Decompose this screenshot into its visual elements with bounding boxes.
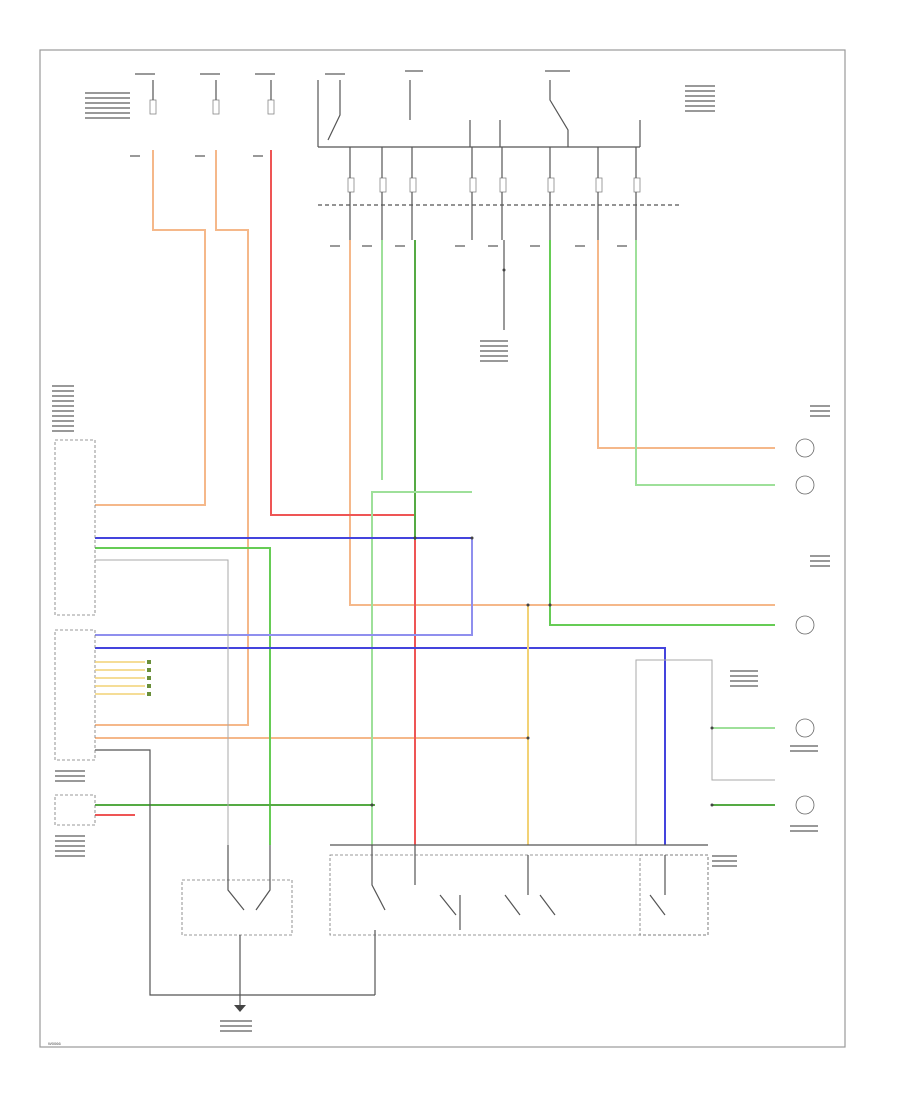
wire-orange-2 [95, 150, 249, 726]
license-lamp [795, 795, 815, 815]
wire-orange-5 [597, 240, 775, 449]
wire-green-4 [635, 240, 775, 486]
wire-orange-1 [95, 150, 206, 506]
wire-black-1 [95, 749, 375, 996]
small-labels [52, 70, 830, 1032]
combination-meter [54, 629, 151, 761]
wire-green-1 [95, 547, 271, 845]
rear-lamp-right [795, 718, 815, 738]
turn-signal-switch [639, 854, 709, 936]
wire-red [270, 150, 416, 845]
ground-symbol [234, 995, 246, 1012]
passing-switch [504, 855, 556, 916]
wire-green-6 [371, 491, 472, 845]
ground-junction [502, 240, 506, 330]
diagram-border [39, 49, 846, 1048]
wire-gray-1 [95, 559, 229, 845]
fuse-box-top [149, 80, 680, 240]
gauge-control-module [54, 439, 96, 616]
wire-green-3 [549, 240, 775, 626]
wire-orange-3 [349, 240, 775, 606]
wire-blue-3 [95, 647, 666, 845]
rear-lamp-left [795, 615, 815, 635]
wire-blue-2 [95, 538, 473, 636]
junction-dots [370, 536, 714, 807]
wire-gray-2 [635, 659, 775, 845]
door-switch-connector [54, 794, 96, 826]
dimmer-switch [439, 894, 461, 930]
ignition-switch-group [181, 845, 293, 995]
front-right-lamp [795, 475, 815, 495]
headlight-switch [329, 844, 709, 995]
front-left-lamp [795, 438, 815, 458]
page-code: W0066 [48, 1041, 61, 1046]
